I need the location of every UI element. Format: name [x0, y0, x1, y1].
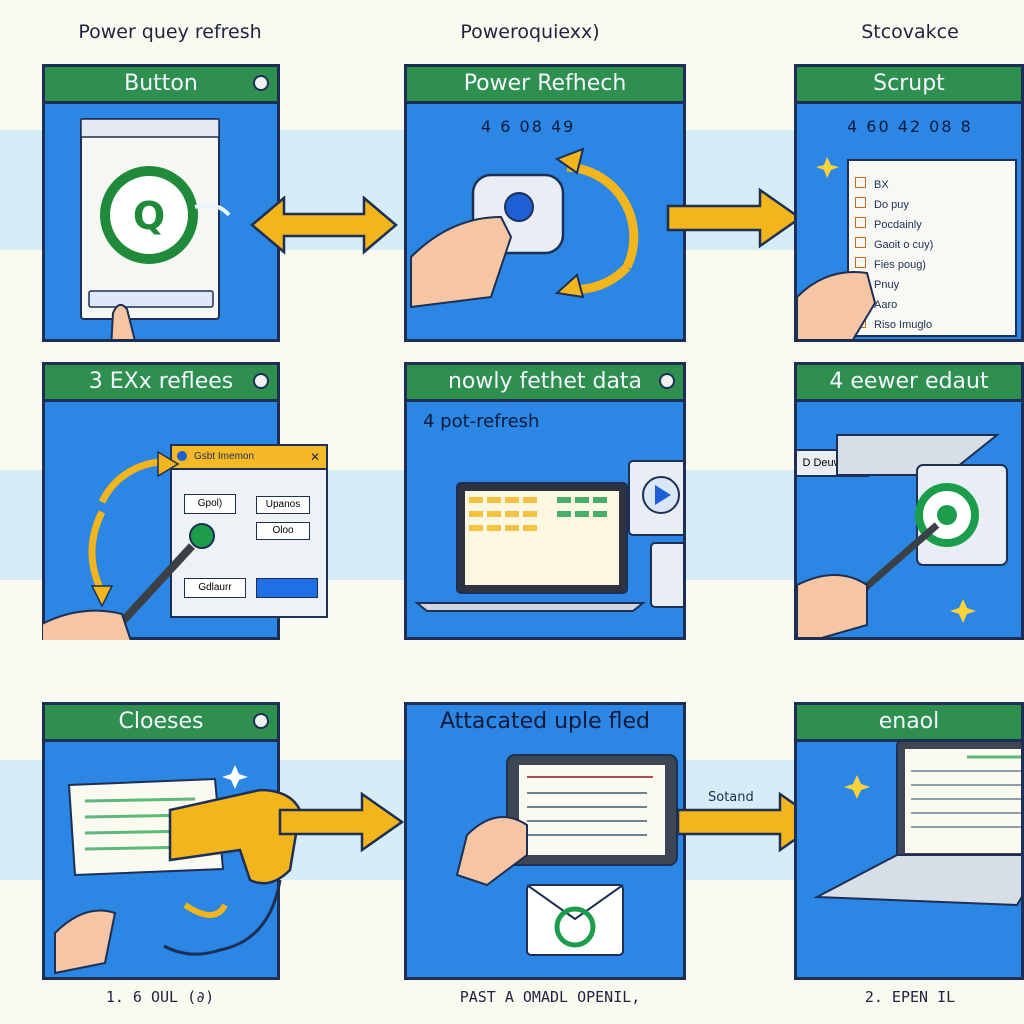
nozzle-tool-icon	[163, 788, 302, 956]
panel-title: Button	[124, 71, 198, 96]
pointing-finger	[110, 303, 136, 339]
panel-title: enaol	[878, 709, 940, 734]
top-label-3: Stcovakce	[861, 21, 959, 43]
list-item[interactable]: BX	[855, 175, 1015, 195]
bottom-label-1: 1. 6 OUL (∂)	[105, 988, 215, 1006]
spreadsheet-grid	[465, 491, 619, 585]
arrow-note: Sotand	[708, 790, 754, 805]
corner-icon	[253, 75, 269, 91]
panel-illustration	[797, 434, 1008, 637]
panel-illustration: Q	[80, 118, 231, 339]
dialog-field-3[interactable]: Oloo	[256, 522, 310, 540]
window-titlebar	[80, 118, 220, 138]
corner-icon	[253, 373, 269, 389]
keyboard	[813, 854, 1021, 907]
panel-illustration	[813, 740, 1021, 907]
panel-fetched-data: nowly fethet data 4 pot-refresh	[404, 362, 686, 640]
panel-title: Scrupt	[873, 71, 945, 96]
panel-header: Cloeses	[45, 705, 277, 742]
panel-title: nowly fethet data	[447, 369, 643, 394]
blue-button-icon	[504, 192, 534, 222]
panel-header: Button	[45, 67, 277, 104]
sparkle-icon	[844, 775, 870, 799]
hand-icon	[455, 816, 528, 887]
panel-title: Attacated uple fled	[440, 709, 650, 734]
top-label-1: Power quey refresh	[78, 21, 262, 43]
dialog-title: Gsbt Imemon	[194, 451, 255, 462]
panel-illustration	[455, 754, 678, 956]
bottom-label-2: PAST A OMADL OPENIL,	[459, 988, 641, 1006]
cable	[163, 879, 282, 956]
script-list-window: BX Do puy Pocdainly Gaoit o cuy) Fies po…	[847, 159, 1017, 337]
tablet-screen	[519, 765, 665, 855]
close-icon[interactable]: ✕	[309, 450, 320, 464]
panel-email: enaol	[794, 702, 1024, 980]
list-item[interactable]: Do puy	[855, 195, 1015, 215]
sparkle-icon	[816, 157, 839, 178]
panel-header: nowly fethet data	[407, 365, 683, 402]
counter-text: 4 60 42 08 8	[847, 117, 973, 136]
hand-icon	[797, 574, 868, 637]
panel-header: Scrupt	[797, 67, 1021, 104]
arrow-7-8	[278, 791, 405, 853]
corner-icon	[253, 713, 269, 729]
dialog-secondary-button[interactable]: Gdlaurr	[184, 578, 246, 598]
panel-header: 4 eewer edaut	[797, 365, 1021, 402]
top-label-2: Poweroquiexx)	[460, 21, 600, 43]
list-item[interactable]: Aaro	[855, 295, 1015, 315]
sparkle-icon	[222, 765, 248, 789]
arrow-2-3	[666, 187, 803, 249]
script-list: BX Do puy Pocdainly Gaoit o cuy) Fies po…	[849, 161, 1015, 335]
spreadsheet	[905, 749, 1021, 853]
panel4-illustration	[42, 450, 215, 640]
list-item[interactable]: Pocdainly	[855, 215, 1015, 235]
list-item[interactable]: Riso Imuglo	[855, 315, 1015, 335]
list-item[interactable]: Gaoit o cuy)	[855, 235, 1015, 255]
device-panel	[650, 542, 683, 608]
bottom-label-3: 2. EPEN IL	[864, 988, 956, 1006]
tool-icon	[854, 522, 940, 598]
list-item[interactable]: Pnuy	[855, 275, 1015, 295]
green-button-icon	[189, 523, 215, 549]
hand-icon	[410, 215, 513, 309]
panel-title: 3 EXx reflees	[88, 369, 234, 394]
hand-icon	[42, 609, 132, 640]
panel-power-refresh: Power Refhech 4 6 08 49	[404, 64, 686, 342]
panel-title: Power Refhech	[463, 71, 627, 96]
dialog-titlebar: Gsbt Imemon ✕	[172, 446, 326, 470]
tool-icon	[119, 543, 195, 625]
dialog-field-2[interactable]: Upanos	[256, 496, 310, 514]
dialog-field-1[interactable]: Gpol)	[184, 494, 236, 514]
panel-title: Cloeses	[118, 709, 204, 734]
svg-text:Q: Q	[133, 194, 165, 238]
refresh-q-icon	[100, 166, 198, 264]
sparkle-icon	[950, 599, 976, 623]
panel-title: 4 eewer edaut	[829, 369, 989, 394]
counter-text: 4 6 08 49	[481, 117, 576, 136]
arrow-1-2	[250, 195, 398, 255]
input-box	[88, 290, 214, 308]
dialog-icon	[177, 451, 187, 461]
panel-header: Attacated uple fled	[407, 705, 683, 739]
dialog-primary-button[interactable]	[256, 578, 318, 598]
refresh-icon	[554, 906, 596, 948]
refresh-arrow-icon	[566, 162, 639, 269]
hand-icon	[54, 909, 117, 975]
laptop-base	[414, 602, 646, 612]
panel-viewer: 4 eewer edaut D Deuw	[794, 362, 1024, 640]
panel-subtitle: 4 pot-refresh	[423, 411, 540, 432]
panel-closes: Cloeses	[42, 702, 280, 980]
panel-illustration	[410, 147, 639, 309]
curved-arrow-icon	[98, 458, 163, 504]
panel-header: Power Refhech	[407, 67, 683, 104]
panel-attached-file: Attacated uple fled	[404, 702, 686, 980]
corner-icon	[659, 373, 675, 389]
list-item[interactable]: Fies poug)	[855, 255, 1015, 275]
panel-illustration	[407, 460, 683, 617]
panel-header: 3 EXx reflees	[45, 365, 277, 402]
panel-script: Scrupt 4 60 42 08 8 BX Do puy Pocdainly …	[794, 64, 1024, 342]
